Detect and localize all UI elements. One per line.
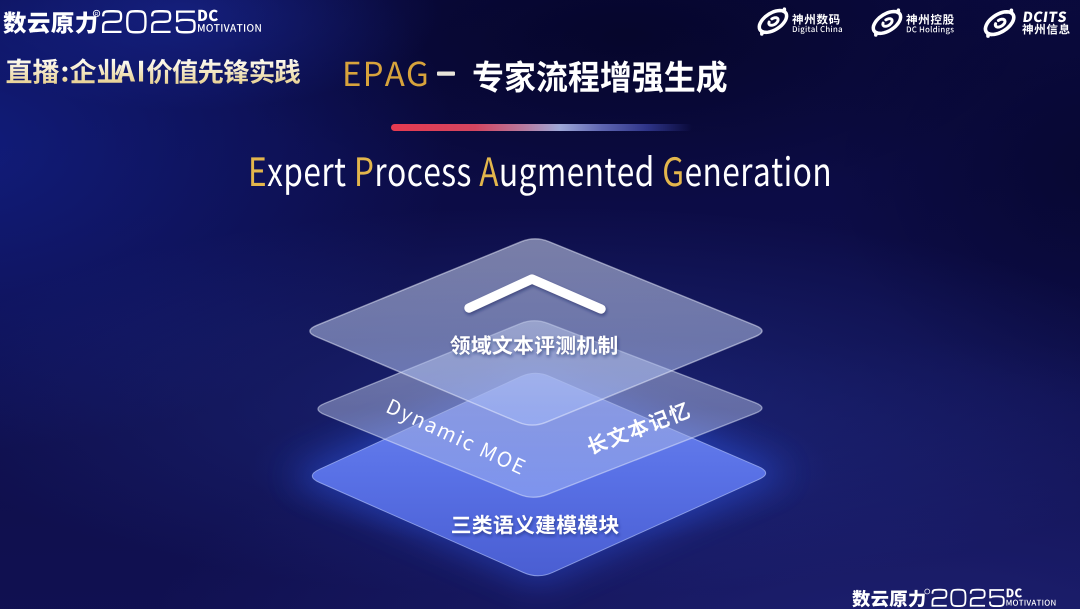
svg-text:R: R bbox=[95, 12, 99, 18]
